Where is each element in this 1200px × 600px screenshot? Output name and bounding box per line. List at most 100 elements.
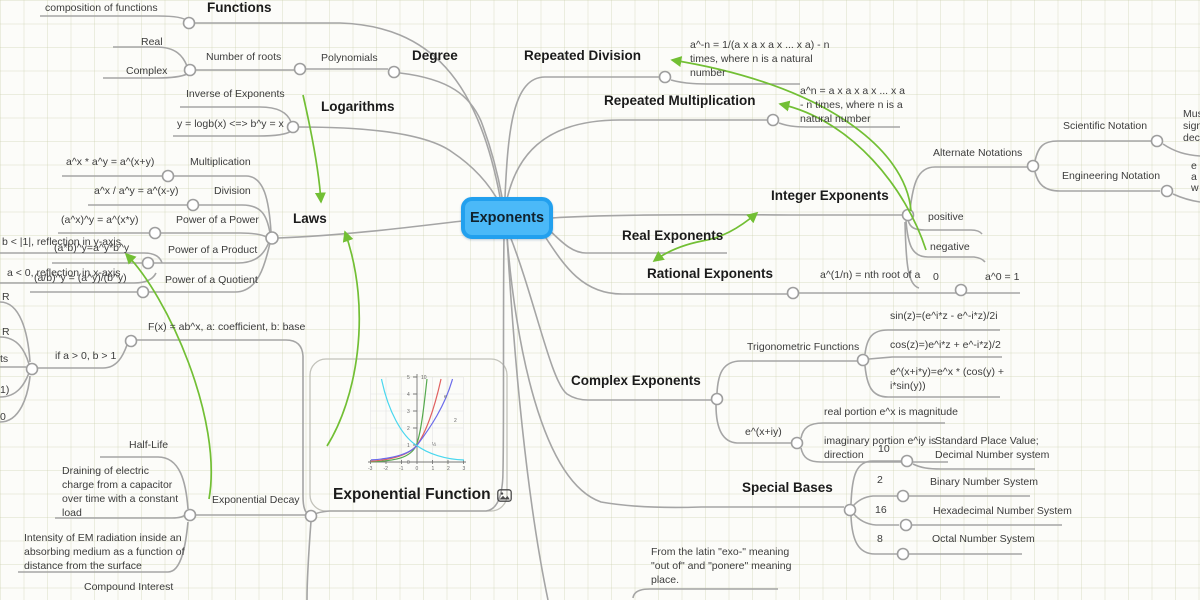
label-if-a-b[interactable]: if a > 0, b > 1 [55, 350, 117, 362]
label-binary[interactable]: Binary Number System [930, 476, 1038, 488]
label-base-2[interactable]: 2 [877, 474, 883, 486]
label-negative[interactable]: negative [930, 241, 970, 253]
topic-rational-exponents[interactable]: Rational Exponents [647, 266, 774, 281]
svg-text:3: 3 [407, 409, 410, 415]
svg-text:e: e [444, 394, 447, 400]
topic-degree[interactable]: Degree [412, 48, 458, 63]
label-standard-place-value[interactable]: Standard Place Value; Decimal Number sys… [935, 435, 1050, 461]
svg-text:3: 3 [463, 466, 466, 472]
label-power-of-a-power[interactable]: Power of a Power [176, 214, 259, 226]
label-division[interactable]: Division [214, 185, 251, 197]
label-real[interactable]: Real [141, 36, 163, 48]
label-number-of-roots[interactable]: Number of roots [206, 51, 282, 63]
label-composition-of-functions[interactable]: composition of functions [45, 2, 158, 14]
label-base-10[interactable]: 10 [878, 443, 890, 455]
label-fx-formula[interactable]: F(x) = ab^x, a: coefficient, b: base [148, 321, 306, 333]
arrow-expfunction-to-laws [326, 230, 361, 447]
svg-text:-3: -3 [368, 466, 373, 472]
label-fragment-r1: R [2, 291, 10, 303]
label-real-portion[interactable]: real portion e^x is magnitude [824, 406, 958, 418]
topic-real-exponents[interactable]: Real Exponents [622, 228, 724, 243]
topic-complex-exponents[interactable]: Complex Exponents [571, 373, 701, 388]
svg-text:0: 0 [416, 466, 419, 472]
arrow-logarithms-to-laws [302, 94, 326, 204]
label-polynomials[interactable]: Polynomials [321, 52, 378, 64]
label-pow-formula[interactable]: (a^x)^y = a^(x*y) [61, 214, 139, 226]
svg-text:2: 2 [454, 418, 457, 424]
svg-text:1: 1 [432, 466, 435, 472]
label-e-x-iy[interactable]: e^(x+iy) [745, 426, 782, 438]
svg-text:2: 2 [407, 426, 410, 432]
label-base-16[interactable]: 16 [875, 504, 887, 516]
svg-text:5: 5 [407, 375, 410, 381]
svg-text:10: 10 [421, 375, 427, 381]
exponential-graph-image: -3 -2 -1 0 1 2 3 0 1 2 3 4 5 10 e 2 ½ [368, 374, 466, 472]
label-cos-formula[interactable]: cos(z)=)e^i*z + e^-i*z)/2 [890, 339, 1001, 351]
svg-text:½: ½ [432, 441, 437, 448]
topic-special-bases[interactable]: Special Bases [742, 480, 833, 495]
label-zero[interactable]: 0 [933, 271, 939, 283]
label-half-life[interactable]: Half-Life [129, 439, 169, 451]
topic-logarithms[interactable]: Logarithms [321, 99, 395, 114]
curve-halfx [380, 378, 465, 461]
label-scientific-notation[interactable]: Scientific Notation [1063, 120, 1148, 132]
label-trigonometric-functions[interactable]: Trigonometric Functions [747, 341, 860, 353]
label-mult-formula[interactable]: a^x * a^y = a^(x+y) [66, 156, 155, 168]
topic-functions[interactable]: Functions [207, 0, 272, 15]
topic-integer-exponents[interactable]: Integer Exponents [771, 188, 889, 203]
label-octal[interactable]: Octal Number System [932, 533, 1035, 545]
label-nth-root[interactable]: a^(1/n) = nth root of a [820, 269, 921, 281]
arrow-decay-to-product [124, 252, 213, 500]
label-power-of-a-product[interactable]: Power of a Product [168, 244, 258, 256]
label-log-formula[interactable]: y = logb(x) <=> b^y = x [177, 118, 284, 130]
label-sin-formula[interactable]: sin(z)=(e^i*z - e^-i*z)/2i [890, 310, 998, 322]
label-engineering-notation[interactable]: Engineering Notation [1062, 170, 1161, 182]
label-fragment-ts: ts [0, 353, 9, 365]
label-scientific-note-fragment: Mus sign dec [1183, 108, 1200, 144]
graph-curves [370, 378, 465, 463]
label-reflection-x[interactable]: a < 0, reflection in x-axis [7, 267, 121, 279]
topic-repeated-division[interactable]: Repeated Division [524, 48, 642, 63]
label-div-formula[interactable]: a^x / a^y = a^(x-y) [94, 185, 179, 197]
curve-2x [370, 378, 454, 461]
svg-text:-2: -2 [384, 466, 389, 472]
label-positive-exponent-note[interactable]: a^n = a x a x a x ... x a - n times, whe… [800, 85, 906, 125]
central-topic-exponents[interactable]: Exponents [461, 197, 553, 239]
label-negative-exponent-note[interactable]: a^-n = 1/(a x a x a x ... x a) - n times… [690, 39, 830, 79]
label-latin-origin-note[interactable]: From the latin "exo-" meaning "out of" a… [651, 546, 792, 586]
graph-tick-labels: -3 -2 -1 0 1 2 3 0 1 2 3 4 5 10 e 2 ½ [368, 375, 466, 472]
label-imaginary-portion[interactable]: imaginary portion e^iy is direction [824, 435, 937, 461]
label-a0-note[interactable]: a^0 = 1 [985, 271, 1020, 283]
label-euler-formula[interactable]: e^(x+i*y)=e^x * (cos(y) + i*sin(y)) [890, 366, 1005, 392]
label-exponential-decay[interactable]: Exponential Decay [212, 494, 300, 506]
label-compound-interest[interactable]: Compound Interest [84, 581, 174, 593]
label-engineering-note-fragment: e a w [1191, 160, 1199, 194]
svg-text:2: 2 [447, 466, 450, 472]
label-inverse-of-exponents[interactable]: Inverse of Exponents [186, 88, 285, 100]
curve-ex [370, 378, 442, 462]
svg-text:1: 1 [407, 443, 410, 449]
graph-axes [368, 374, 466, 464]
label-intensity-note[interactable]: Intensity of EM radiation inside an abso… [24, 532, 185, 572]
graph-grid [370, 376, 464, 462]
label-positive[interactable]: positive [928, 211, 964, 223]
label-draining-note[interactable]: Draining of electric charge from a capac… [62, 465, 179, 519]
topic-exponential-function[interactable]: Exponential Function [333, 486, 512, 504]
topic-laws[interactable]: Laws [293, 211, 327, 226]
label-quot-formula[interactable]: (a/b)^y = (a^y)/(b^y) [34, 272, 127, 284]
topic-repeated-multiplication[interactable]: Repeated Multiplication [604, 93, 756, 108]
label-power-of-a-quotient[interactable]: Power of a Quotient [165, 274, 258, 286]
label-fragment-r2: R [2, 326, 10, 338]
label-complex[interactable]: Complex [126, 65, 168, 77]
label-multiplication[interactable]: Multiplication [190, 156, 251, 168]
svg-text:4: 4 [407, 392, 410, 398]
label-alternate-notations[interactable]: Alternate Notations [933, 147, 1023, 159]
label-base-8[interactable]: 8 [877, 533, 883, 545]
label-prod-formula[interactable]: (a*b)^y=a^y*b^y [54, 242, 130, 254]
curve-10x [370, 378, 428, 463]
label-fragment-0: 0 [0, 411, 6, 423]
label-fragment-1: 1) [0, 384, 10, 396]
label-reflection-y[interactable]: b < |1|, reflection in y-axis [2, 236, 121, 248]
label-hexadecimal[interactable]: Hexadecimal Number System [933, 505, 1072, 517]
